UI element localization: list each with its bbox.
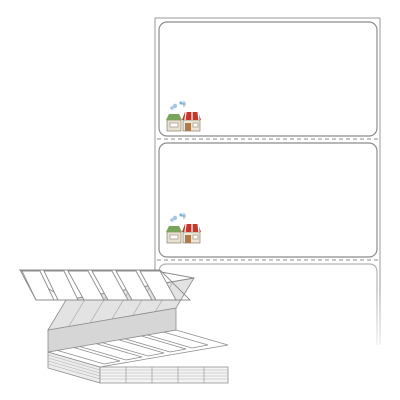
label-2 xyxy=(158,142,378,258)
label-1 xyxy=(158,21,378,137)
fanfold-stack xyxy=(18,269,229,384)
